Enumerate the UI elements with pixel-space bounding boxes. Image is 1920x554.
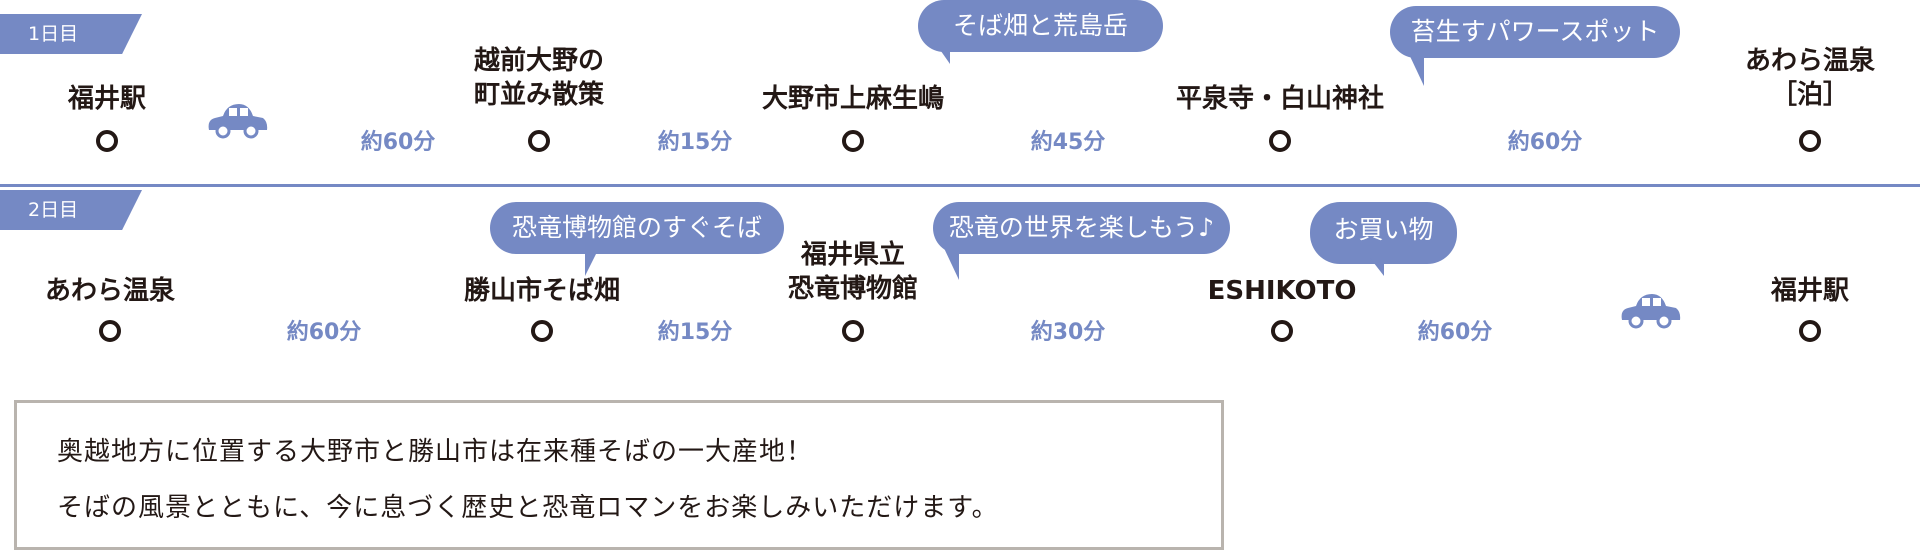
bubble-text: 恐竜博物館のすぐそば xyxy=(511,213,762,242)
description-line: 奥越地方に位置する大野市と勝山市は在来種そばの一大産地！ xyxy=(57,437,814,467)
stop-marker xyxy=(528,130,550,152)
stop-marker xyxy=(1271,320,1293,342)
stop-marker xyxy=(96,130,118,152)
stop-marker xyxy=(531,320,553,342)
duration-label: 約60分 xyxy=(1507,130,1583,155)
stop-name: 福井県立恐竜博物館 xyxy=(788,238,918,306)
description-box: 奥越地方に位置する大野市と勝山市は在来種そばの一大産地！ そばの風景とともに、今… xyxy=(14,400,1224,550)
stop-marker xyxy=(842,130,864,152)
stop-name-line: ［泊］ xyxy=(1770,80,1850,110)
speech-bubble: 恐竜博物館のすぐそば xyxy=(490,202,784,276)
duration-label: 約30分 xyxy=(1030,320,1106,345)
bubble-text: お買い物 xyxy=(1333,215,1434,244)
stop-marker xyxy=(1799,320,1821,342)
stop-name-line: 町並み散策 xyxy=(473,80,605,110)
stop-name: あわら温泉 xyxy=(44,276,176,306)
stop-marker xyxy=(842,320,864,342)
duration-label: 約60分 xyxy=(360,130,436,155)
speech-bubble: 恐竜の世界を楽しもう♪ xyxy=(933,202,1230,280)
duration-label: 約60分 xyxy=(1417,320,1493,345)
stop-marker xyxy=(1799,130,1821,152)
stop-name-line: あわら温泉 xyxy=(1744,46,1876,76)
speech-bubble: お買い物 xyxy=(1310,202,1457,276)
speech-bubble: 苔生すパワースポット xyxy=(1390,6,1680,86)
stop-marker xyxy=(99,320,121,342)
bubble-text: 恐竜の世界を楽しもう♪ xyxy=(948,213,1215,242)
duration-label: 約60分 xyxy=(286,320,362,345)
duration-label: 約15分 xyxy=(657,130,733,155)
stop-marker xyxy=(1269,130,1291,152)
stop-name: 勝山市そば畑 xyxy=(463,276,621,306)
stop-name: あわら温泉 ［泊］ xyxy=(1745,44,1875,112)
description-line: そばの風景とともに、今に息づく歴史と恐竜ロマンをお楽しみいただけます。 xyxy=(57,493,999,523)
bubble-text: 苔生すパワースポット xyxy=(1410,17,1660,46)
stop-name: 大野市上麻生嶋 xyxy=(761,84,945,114)
stop-name-line: 福井県立 xyxy=(800,240,906,270)
stop-name: 福井駅 xyxy=(67,84,147,114)
stop-name-line: 越前大野の xyxy=(473,46,605,76)
speech-bubble: そば畑と荒島岳 xyxy=(918,0,1163,64)
stop-name-line: 恐竜博物館 xyxy=(787,274,919,304)
day1-tab: 1日目 xyxy=(0,14,142,54)
duration-label: 約15分 xyxy=(657,320,733,345)
stop-name: ESHIKOTO xyxy=(1207,276,1357,306)
car-icon xyxy=(208,104,268,139)
car-icon xyxy=(1621,294,1681,329)
bubble-text: そば畑と荒島岳 xyxy=(952,11,1128,40)
stop-name: 越前大野の町並み散策 xyxy=(474,44,604,112)
day2-tab: 2日目 xyxy=(0,190,142,230)
day-divider xyxy=(0,184,1920,187)
stop-name: 平泉寺・白山神社 xyxy=(1175,84,1385,114)
duration-label: 約45分 xyxy=(1030,130,1106,155)
stop-name: 福井駅 xyxy=(1770,276,1850,306)
